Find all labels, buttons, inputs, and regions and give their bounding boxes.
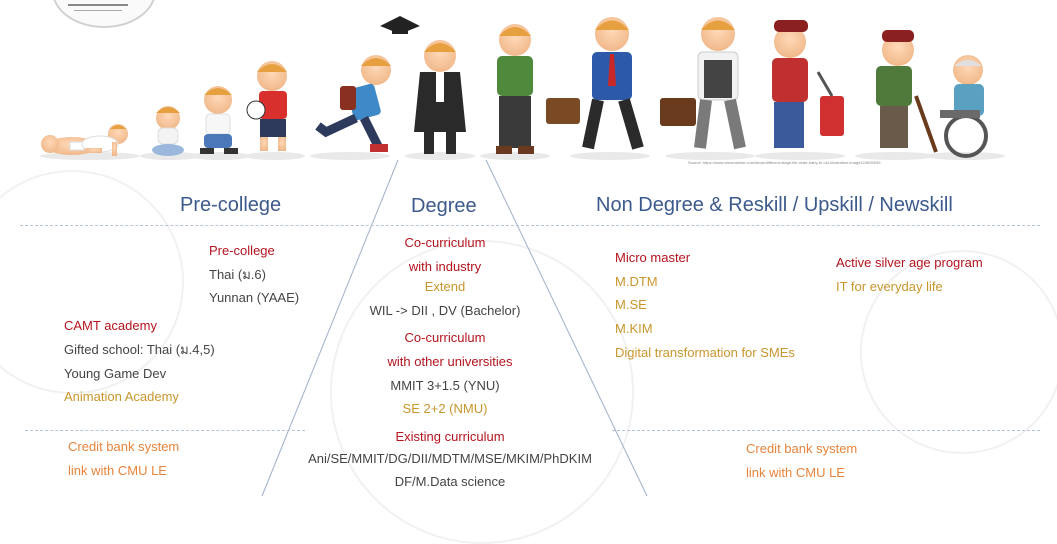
source-caption: Source: https://www.dreamstime.com/stock… [688,160,881,165]
businessman-figure [546,17,644,150]
df-data-science: DF/M.Data science [394,474,506,489]
middle-aged-man-figure [660,17,746,150]
header-nondegree: Non Degree & Reskill / Upskill / Newskil… [596,194,953,216]
crawling-baby-figure [81,124,128,156]
credit-bank-left: Credit bank system [68,439,180,454]
se-label: SE 2+2 (NMU) [402,401,488,416]
credit-bank-right: Credit bank system [746,441,858,456]
cocurr-univ-1: Co-curriculum [404,330,486,345]
graduate-figure [414,40,466,154]
mse-label: M.SE [615,297,647,312]
cocurr-industry-1: Co-curriculum [404,235,486,250]
micro-master-title: Micro master [615,250,691,265]
existing-curriculum: Existing curriculum [395,429,505,444]
header-divider [20,225,1040,226]
toddler-figure [200,86,238,154]
credit-divider-right [612,430,1040,431]
credit-divider-left [25,430,305,431]
precollege-yunnan: Yunnan (YAAE) [209,290,300,305]
mkim-label: M.KIM [615,321,653,336]
mdtm-label: M.DTM [615,274,658,289]
degree-triangle-lines [261,159,648,497]
boy-with-ball-figure [246,61,287,151]
extend-label: Extend [424,279,466,294]
header-degree: Degree [411,195,477,217]
precollege-title: Pre-college [209,243,275,258]
gifted-school: Gifted school: Thai (ม.4,5) [64,342,215,357]
header-precollege: Pre-college [180,194,282,216]
wheelchair-figure [940,55,988,158]
older-man-figure [772,20,844,148]
mmit-label: MMIT 3+1.5 (YNU) [390,378,500,393]
young-man-figure [496,24,534,154]
camt-academy-title: CAMT academy [64,318,157,333]
precollege-thai: Thai (ม.6) [209,267,266,282]
graduation-cap-icon [380,16,420,34]
cocurr-univ-2: with other universities [387,354,513,369]
wil-label: WIL -> DII , DV (Bachelor) [369,303,521,318]
silver-age-program: Active silver age program [836,255,983,270]
animation-academy: Animation Academy [64,389,179,404]
sitting-baby-figure [152,106,184,156]
cmu-le-link-left: link with CMU LE [68,463,167,478]
elderly-man-figure [876,30,938,153]
cmu-le-link-right: link with CMU LE [746,465,845,480]
digital-transformation: Digital transformation for SMEs [615,345,795,360]
programs-list: Ani/SE/MMIT/DG/DII/MDTM/MSE/MKIM/PhDKIM [308,451,592,466]
cocurr-industry-2: with industry [408,259,482,274]
it-everyday-life: IT for everyday life [836,279,943,294]
watermark-circle [860,250,1057,454]
life-stages-illustration [40,16,1005,160]
student-figure [315,55,391,152]
young-game-dev: Young Game Dev [64,366,167,381]
